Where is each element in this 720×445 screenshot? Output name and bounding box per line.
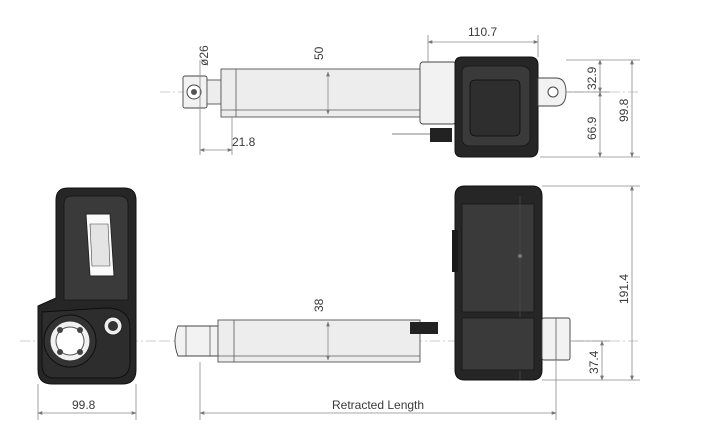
front-spindle xyxy=(43,314,97,368)
top-motor-housing xyxy=(454,56,539,158)
top-front-bracket xyxy=(419,61,457,125)
dim-housing-lower: 66.9 xyxy=(585,116,599,140)
side-view: 38 191.4 37.4 Retracted Length xyxy=(160,185,640,420)
top-rod-eye xyxy=(182,75,208,109)
dim-housing-height: 99.8 xyxy=(617,98,631,122)
side-rear-bracket xyxy=(541,317,571,361)
side-motor-housing xyxy=(452,185,543,381)
front-view: 99.8 xyxy=(20,187,160,420)
side-outer-tube xyxy=(217,319,421,363)
dim-eye-length: 21.8 xyxy=(232,135,256,149)
dim-bracket-offset: 37.4 xyxy=(587,350,601,374)
dim-eye-offset: 32.9 xyxy=(585,66,599,90)
dim-stroke-top: 50 xyxy=(312,46,326,60)
front-button xyxy=(103,316,123,336)
side-rod-eye xyxy=(174,325,219,357)
top-rear-eye xyxy=(537,77,567,107)
dim-rod-diameter: 38 xyxy=(312,298,326,312)
dim-front-width: 99.8 xyxy=(72,398,96,412)
top-outer-tube xyxy=(220,68,422,118)
dim-total-height: 191.4 xyxy=(617,274,631,304)
side-cable-gland xyxy=(410,322,438,334)
dim-housing-length: 110.7 xyxy=(468,25,497,39)
dim-rod-eye-diameter: ø26 xyxy=(197,45,211,66)
top-cable-gland xyxy=(430,128,452,142)
top-view: ø26 50 110.7 32.9 66.9 99.8 21.8 xyxy=(160,25,640,158)
dim-retracted-length: Retracted Length xyxy=(332,398,424,412)
top-inner-rod xyxy=(206,79,222,105)
